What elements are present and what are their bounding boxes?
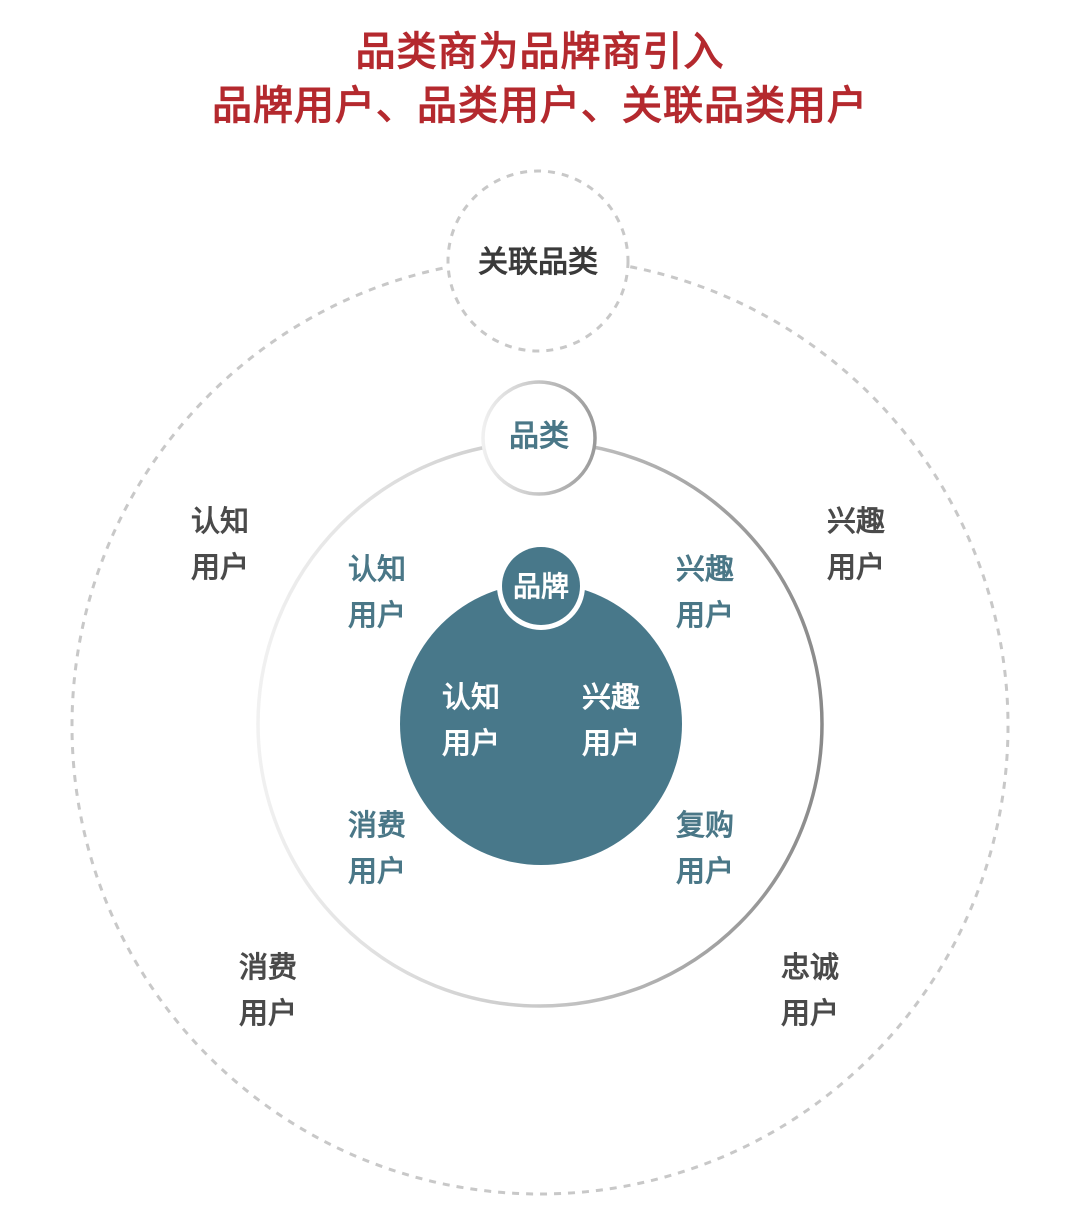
category-label: 品类 (509, 419, 569, 454)
related-category-label: 关联品类 (478, 245, 598, 280)
middle-consumption-users-label: 消费用户 (347, 808, 406, 888)
core-interest-users-label: 兴趣用户 (581, 680, 640, 760)
category-bubble (481, 380, 597, 496)
brand-bubble (502, 547, 580, 625)
middle-interest-users-label: 兴趣用户 (675, 552, 734, 632)
related-category-bubble (446, 169, 630, 353)
core-awareness-users-label: 认知用户 (441, 680, 500, 760)
outer-awareness-users-label: 认知用户 (190, 504, 249, 584)
diagram-title-line-1: 品类商为品牌商引入 (355, 29, 725, 75)
outer-loyalty-users-label: 忠诚用户 (780, 950, 839, 1030)
outer-consumption-users-label: 消费用户 (238, 950, 297, 1030)
diagram-title-line-2: 品牌用户、品类用户、关联品类用户 (212, 83, 868, 129)
outer-dashed-circle (70, 256, 1010, 1196)
middle-awareness-users-label: 认知用户 (347, 552, 406, 632)
core-brand-circle (400, 583, 682, 865)
middle-repurchase-users-label: 复购用户 (675, 808, 734, 888)
outer-interest-users-label: 兴趣用户 (826, 504, 885, 584)
brand-label: 品牌 (512, 570, 569, 603)
